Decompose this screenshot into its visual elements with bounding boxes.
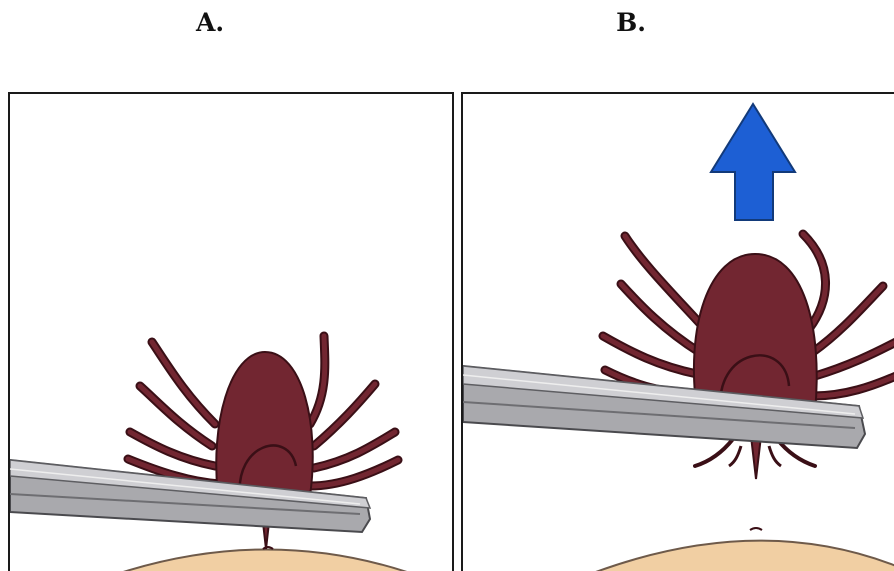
- panel-a: [8, 92, 454, 571]
- up-arrow-icon: [711, 104, 795, 220]
- skin-icon: [593, 528, 894, 571]
- panel-b: [461, 92, 894, 571]
- skin-icon: [120, 547, 410, 571]
- panel-a-label: A.: [180, 8, 240, 37]
- panel-a-illustration: [10, 94, 454, 571]
- panel-b-illustration: [463, 94, 894, 571]
- panel-b-label: B.: [601, 8, 661, 37]
